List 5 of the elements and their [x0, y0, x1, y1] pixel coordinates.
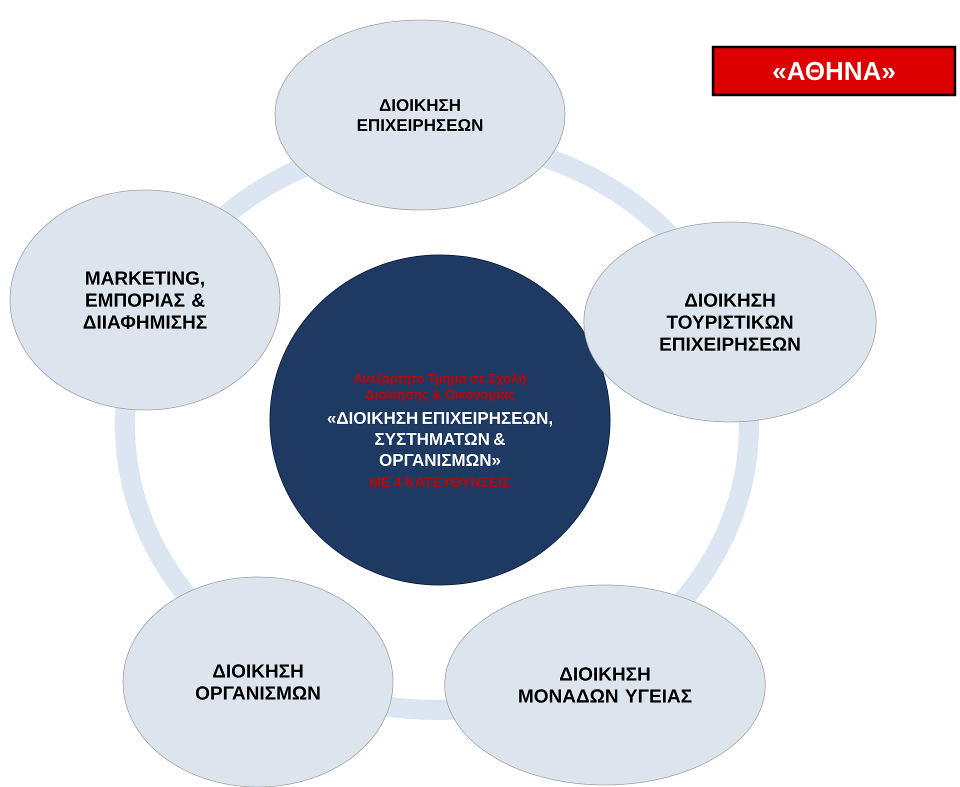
location-badge: «ΑΘΗΝΑ»	[712, 46, 956, 96]
department-title: «ΔΙΟΙΚΗΣΗ ΕΠΙΧΕΙΡΗΣΕΩΝ, ΣΥΣΤΗΜΑΤΩΝ & ΟΡΓΑΝΙΣΜΩΝ»	[328, 412, 552, 466]
center-circle	[270, 254, 610, 586]
school-note: Ανεξάρτητο Τμήμα σε Σχολή Διοίκησης & Οικονομίας	[354, 373, 526, 402]
tracks-note: ΜΕ 4 ΚΑΤΕΥΘΥΝΣΕΙΣ	[370, 477, 510, 487]
